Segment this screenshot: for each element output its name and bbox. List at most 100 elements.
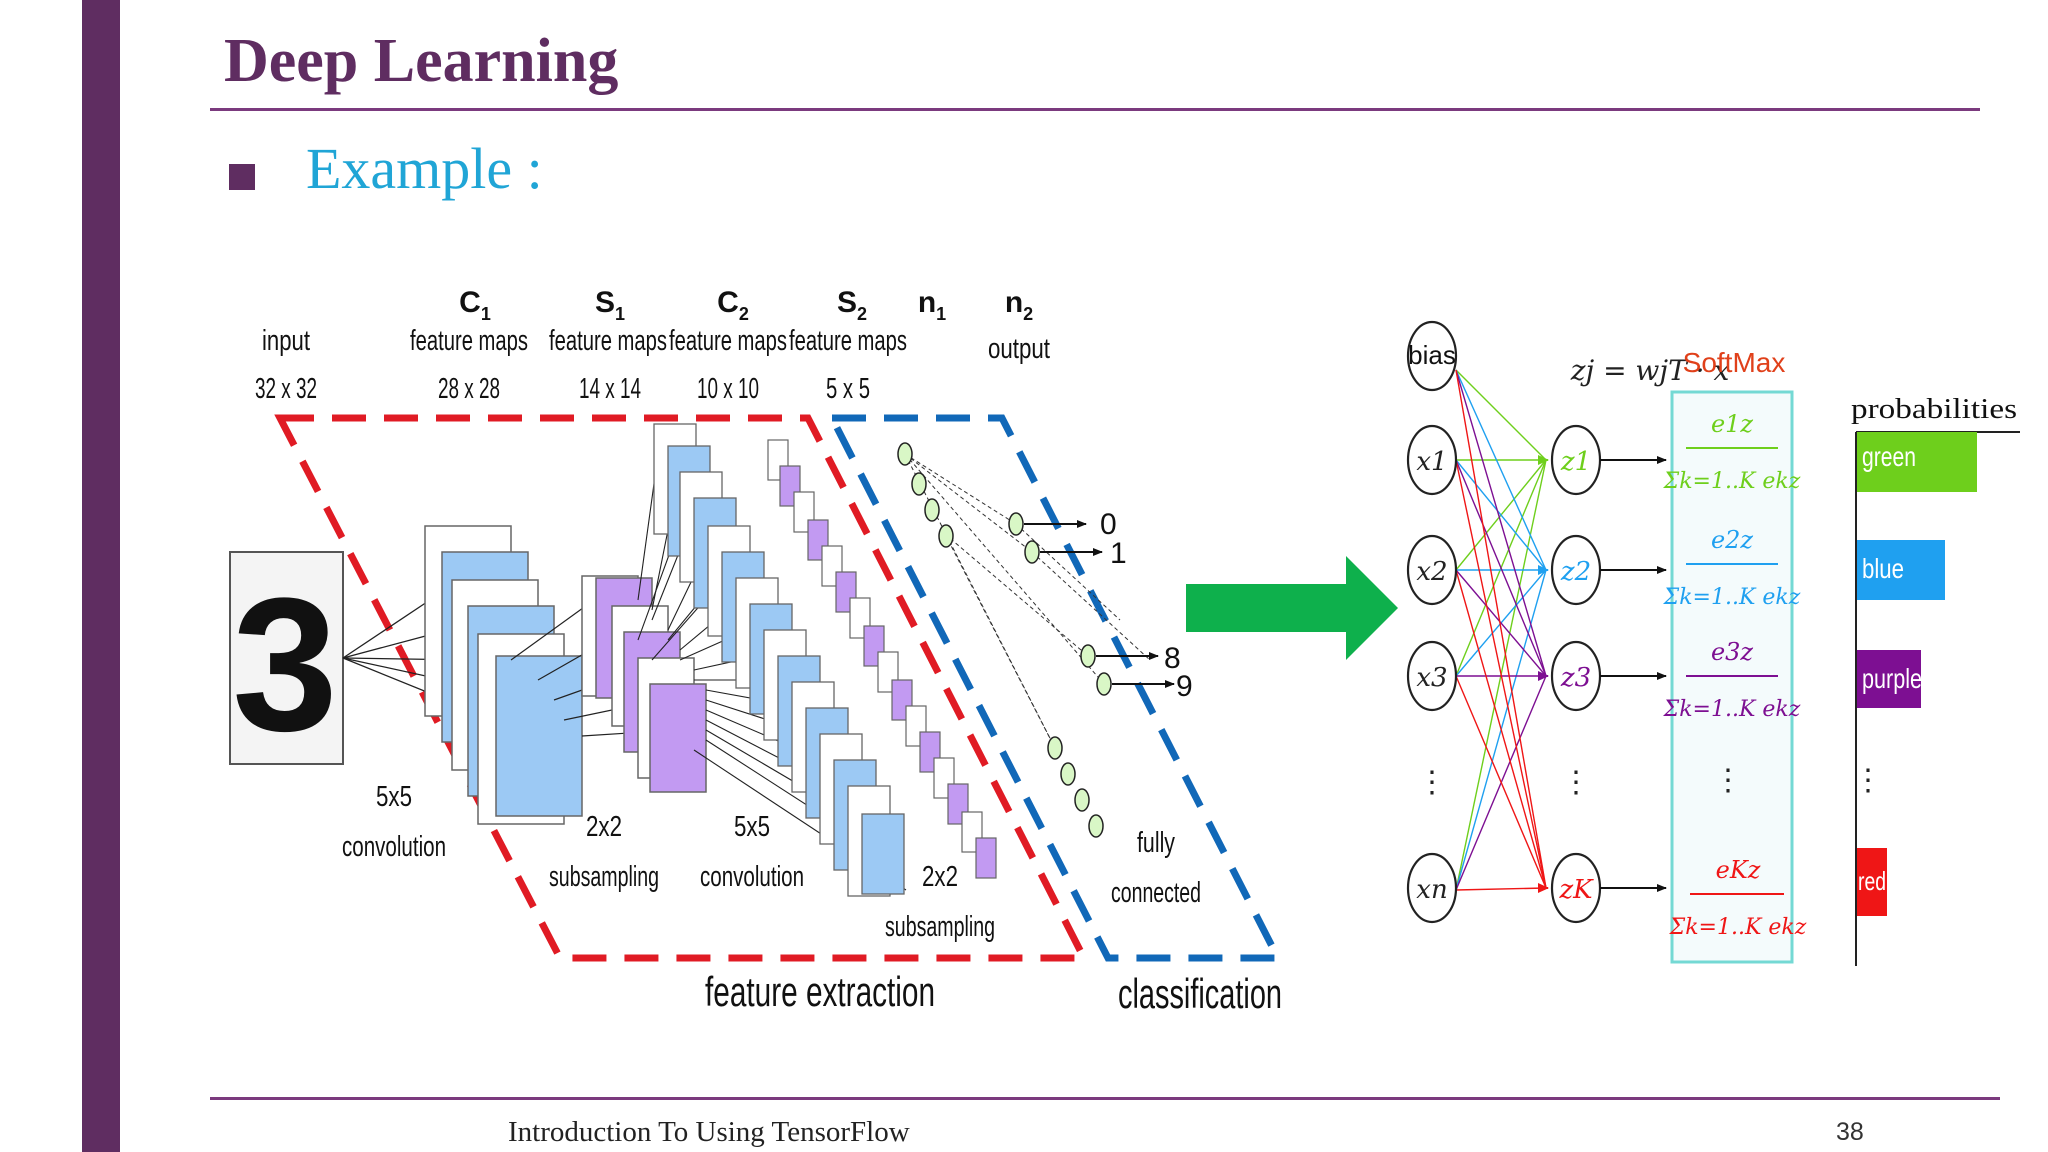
softmax-connections: [1455, 369, 1547, 891]
z-to-softmax-arrows: [1600, 456, 1667, 892]
z1-label: z1: [1560, 447, 1591, 477]
label-s1-maps: feature maps: [549, 325, 667, 357]
x3-label: x3: [1416, 663, 1447, 693]
label-c2-maps: feature maps: [669, 325, 787, 357]
size-s2: 5 x 5: [826, 373, 870, 405]
op-name-sub1: subsampling: [549, 861, 659, 893]
bias-label: bias: [1408, 340, 1456, 370]
header-n2: n2: [1005, 286, 1033, 324]
softmax-fractions: e1z Σk=1..K ekz e2z Σk=1..K ekz e3z Σk=1…: [1663, 410, 1807, 940]
fc-node: [1060, 762, 1076, 786]
header-s1: S1: [595, 286, 625, 324]
transition-arrow-icon: [1186, 556, 1398, 660]
label-s2-maps: feature maps: [789, 325, 907, 357]
prob-bar-green: [1857, 432, 1977, 492]
footer-title: Introduction To Using TensorFlow: [508, 1116, 910, 1148]
op-size-sub1: 2x2: [586, 811, 622, 843]
probabilities-label: probabilities: [1851, 394, 2017, 425]
output-node: [1096, 672, 1112, 696]
denominator-k: Σk=1..K ekz: [1669, 915, 1807, 940]
bias-node: [1406, 320, 1458, 392]
x2-label: x2: [1416, 557, 1447, 587]
page-number: 38: [1836, 1118, 1864, 1146]
z3-label: z3: [1560, 663, 1591, 693]
label-c1-maps: feature maps: [410, 325, 528, 357]
softmax-label: SoftMax: [1683, 347, 1786, 378]
input-node-x2: [1406, 534, 1458, 606]
input-ellipsis: ⋮: [1417, 766, 1447, 799]
input-node-xn: [1406, 852, 1458, 924]
input-image: 3: [229, 551, 344, 771]
output-digit-0: 0: [1100, 508, 1117, 541]
prob-bar-red: [1857, 848, 1887, 916]
title-divider: [210, 108, 1980, 111]
fc-dotted-connections: [904, 453, 1151, 755]
op-size-conv1: 5x5: [376, 781, 412, 813]
slide-title: Deep Learning: [224, 27, 619, 95]
x1-label: x1: [1416, 447, 1447, 477]
header-c1: C1: [459, 286, 491, 324]
prob-ellipsis: ⋮: [1853, 764, 1883, 797]
footer-divider: [210, 1097, 2000, 1100]
size-c2: 10 x 10: [697, 373, 759, 405]
s1-feature-maps: [581, 575, 707, 793]
header-s2: S2: [837, 286, 867, 324]
output-node: [1008, 512, 1024, 536]
prob-label-purple: purple: [1862, 663, 1922, 694]
fc-node: [1074, 788, 1090, 812]
xn-label: xn: [1416, 875, 1447, 905]
input-digit: 3: [232, 559, 338, 771]
z-nodes: [1550, 424, 1602, 924]
prob-label-red: red: [1858, 866, 1886, 896]
fc-node: [938, 524, 954, 548]
prob-bar-blue: [1857, 540, 1945, 600]
op-name-conv2: convolution: [700, 861, 804, 893]
section-feature-extraction: feature extraction: [705, 968, 935, 1015]
bullet-text: Example :: [306, 136, 543, 201]
prob-label-green: green: [1862, 441, 1916, 472]
fc-label-line2: connected: [1111, 877, 1201, 909]
output-digit-1: 1: [1110, 537, 1127, 570]
fc-node: [911, 472, 927, 496]
fc-nodes: [897, 442, 1112, 838]
input-nodes: [1406, 320, 1458, 924]
left-accent-bar: [82, 0, 120, 1152]
fc-node: [1047, 736, 1063, 760]
z-ellipsis: ⋮: [1561, 766, 1591, 799]
op-size-sub2: 2x2: [922, 861, 958, 893]
label-input: input: [262, 325, 310, 357]
numerator-2: e2z: [1711, 526, 1753, 554]
output-node: [1024, 540, 1040, 564]
op-size-conv2: 5x5: [734, 811, 770, 843]
output-digit-8: 8: [1164, 642, 1181, 675]
s2-feature-maps: [767, 439, 997, 879]
c2-feature-maps: [653, 423, 905, 897]
denominator-2: Σk=1..K ekz: [1663, 585, 1801, 610]
denominator-3: Σk=1..K ekz: [1663, 697, 1801, 722]
label-output: output: [988, 333, 1050, 365]
fc-label-line1: fully: [1137, 827, 1175, 859]
header-n1: n1: [918, 286, 946, 324]
prob-bar-purple: [1857, 650, 1921, 708]
size-s1: 14 x 14: [579, 373, 641, 405]
prob-label-blue: blue: [1862, 553, 1904, 584]
input-node-x3: [1406, 640, 1458, 712]
linear-equation: zj = wjT · x: [1570, 354, 1730, 387]
z2-label: z2: [1560, 557, 1591, 587]
numerator-1: e1z: [1711, 410, 1753, 438]
softmax-arrowheads: [1538, 455, 1549, 893]
size-c1: 28 x 28: [438, 373, 500, 405]
softmax-ellipsis: ⋮: [1713, 764, 1743, 797]
header-c2: C2: [717, 286, 749, 324]
op-name-sub2: subsampling: [885, 911, 995, 943]
fc-node: [924, 498, 940, 522]
denominator-1: Σk=1..K ekz: [1663, 469, 1801, 494]
probability-bars: green blue purple ⋮ red: [1853, 432, 1977, 916]
classification-outline: [826, 414, 1284, 962]
output-node: [1080, 644, 1096, 668]
fc-node: [897, 442, 913, 466]
input-node-x1: [1406, 424, 1458, 496]
output-digit-9: 9: [1176, 670, 1193, 703]
numerator-k: eKz: [1716, 856, 1761, 884]
